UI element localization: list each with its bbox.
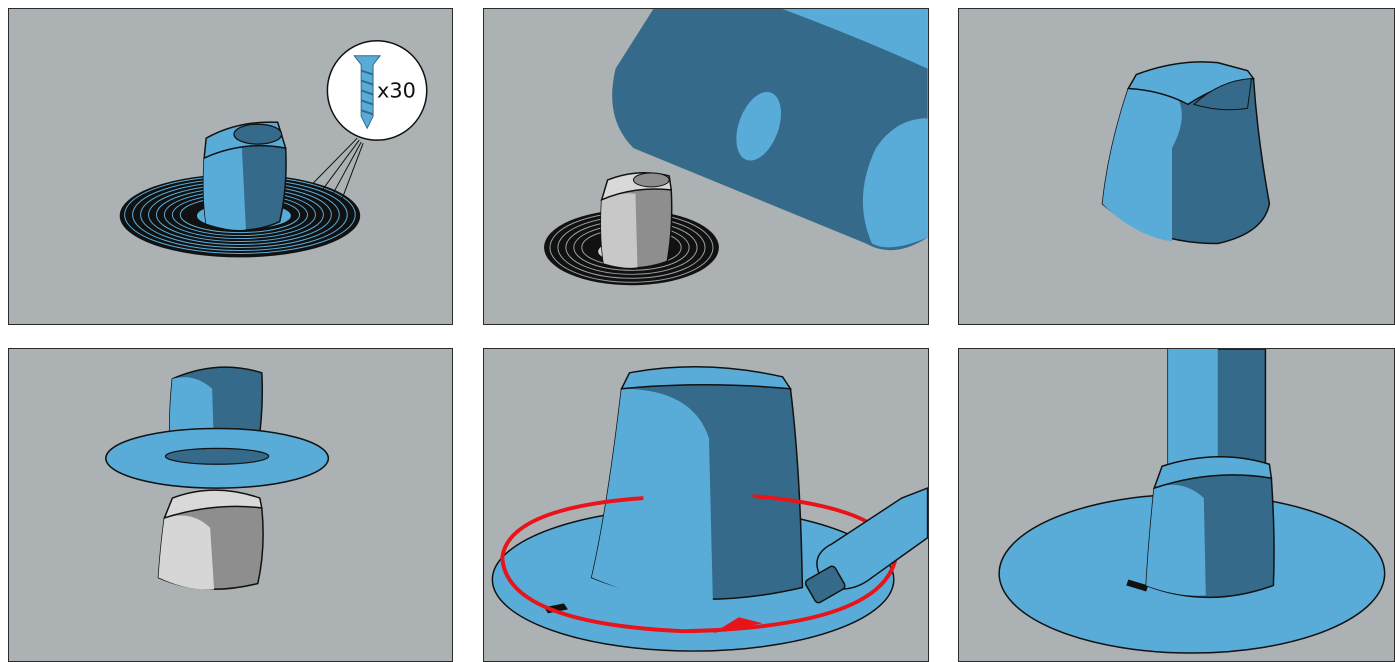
grey-collar (158, 490, 263, 590)
step-3-illustration (959, 9, 1394, 324)
step-4-illustration (9, 349, 452, 661)
step-3-panel (958, 8, 1395, 325)
step-6-illustration (959, 349, 1394, 661)
screw-quantity: x30 (377, 78, 416, 102)
step-5-panel (483, 348, 929, 662)
sleeve (106, 367, 329, 488)
step-6-panel (958, 348, 1395, 662)
grey-collar (601, 173, 672, 268)
cap (1102, 62, 1269, 244)
sleeve-body (592, 367, 803, 606)
step-2-illustration (484, 9, 928, 324)
step-1-panel: x30 (8, 8, 453, 325)
collar (204, 122, 287, 230)
step-1-illustration: x30 (9, 9, 452, 324)
step-2-panel (483, 8, 929, 325)
sleeve-collar (1146, 457, 1274, 598)
step-4-panel (8, 348, 453, 662)
step-5-illustration (484, 349, 928, 661)
screw-callout: x30 (327, 41, 426, 140)
